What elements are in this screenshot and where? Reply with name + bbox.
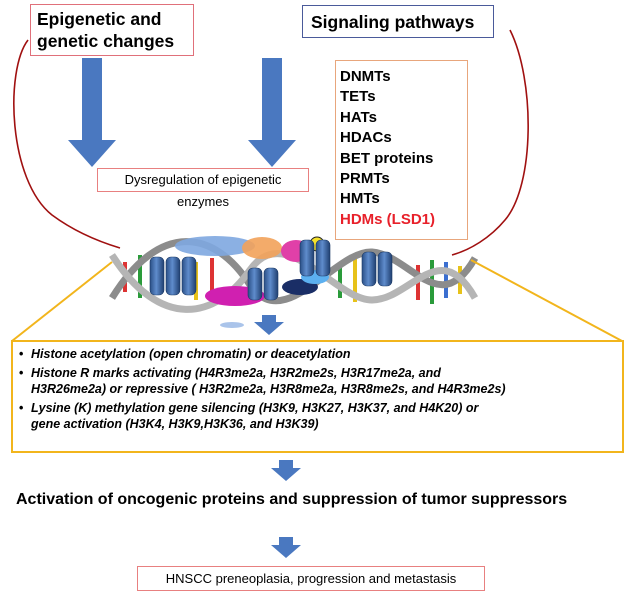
feedback-curve-right [451, 29, 529, 256]
enzyme-item: HDACs [340, 129, 392, 147]
down-arrow-icon [68, 58, 116, 167]
epigenetic-line2: genetic changes [37, 31, 175, 51]
histone-item-r-marks: Histone R marks activating (H4R3me2a, H3… [19, 365, 616, 397]
enzyme-list-box: DNMTs TETs HATs HDACs BET proteins PRMTs… [335, 60, 468, 240]
guide-line-right [470, 259, 623, 342]
down-arrow-icon [254, 315, 284, 335]
signaling-label: Signaling pathways [311, 12, 475, 32]
histone-item-text: Histone R marks activating (H4R3me2a, H3… [31, 366, 441, 380]
histone-item-text: Histone acetylation (open chromatin) or … [31, 347, 351, 361]
feedback-curve-left [13, 39, 121, 249]
enzyme-item-highlight: HDMs (LSD1) [340, 210, 436, 228]
enzyme-item: TETs [340, 88, 376, 106]
down-arrow-icon [271, 537, 301, 558]
histone-item-text: Lysine (K) methylation gene silencing (H… [31, 401, 479, 415]
dysregulation-box: Dysregulation of epigenetic enzymes [97, 168, 309, 209]
dysregulation-label: Dysregulation of epigenetic enzymes [124, 172, 282, 209]
signaling-pathways-box: Signaling pathways [302, 5, 494, 38]
histone-marks-box: Histone acetylation (open chromatin) or … [11, 340, 624, 453]
histone-item-lysine: Lysine (K) methylation gene silencing (H… [19, 400, 616, 432]
epigenetic-line1: Epigenetic and [37, 9, 162, 29]
enzyme-item: HATs [340, 108, 377, 126]
dna-helix [109, 236, 479, 328]
enzyme-item: BET proteins [340, 149, 434, 167]
enzyme-item: DNMTs [340, 68, 391, 85]
epigenetic-changes-box: Epigenetic and genetic changes [30, 4, 194, 56]
histone-item-acetylation: Histone acetylation (open chromatin) or … [19, 346, 616, 362]
guide-line-left [11, 261, 113, 342]
histone-item-text: H3R26me2a) or repressive ( H3R2me2a, H3R… [31, 382, 506, 396]
outcome-box: HNSCC preneoplasia, progression and meta… [137, 566, 485, 591]
activation-statement: Activation of oncogenic proteins and sup… [16, 491, 568, 508]
down-arrow-icon [248, 58, 296, 167]
enzyme-item: PRMTs [340, 170, 390, 188]
outcome-label: HNSCC preneoplasia, progression and meta… [165, 571, 457, 586]
down-arrow-icon [271, 460, 301, 481]
histone-item-text: gene activation (H3K4, H3K9,H3K36, and H… [31, 417, 319, 431]
enzyme-item: HMTs [340, 190, 380, 208]
